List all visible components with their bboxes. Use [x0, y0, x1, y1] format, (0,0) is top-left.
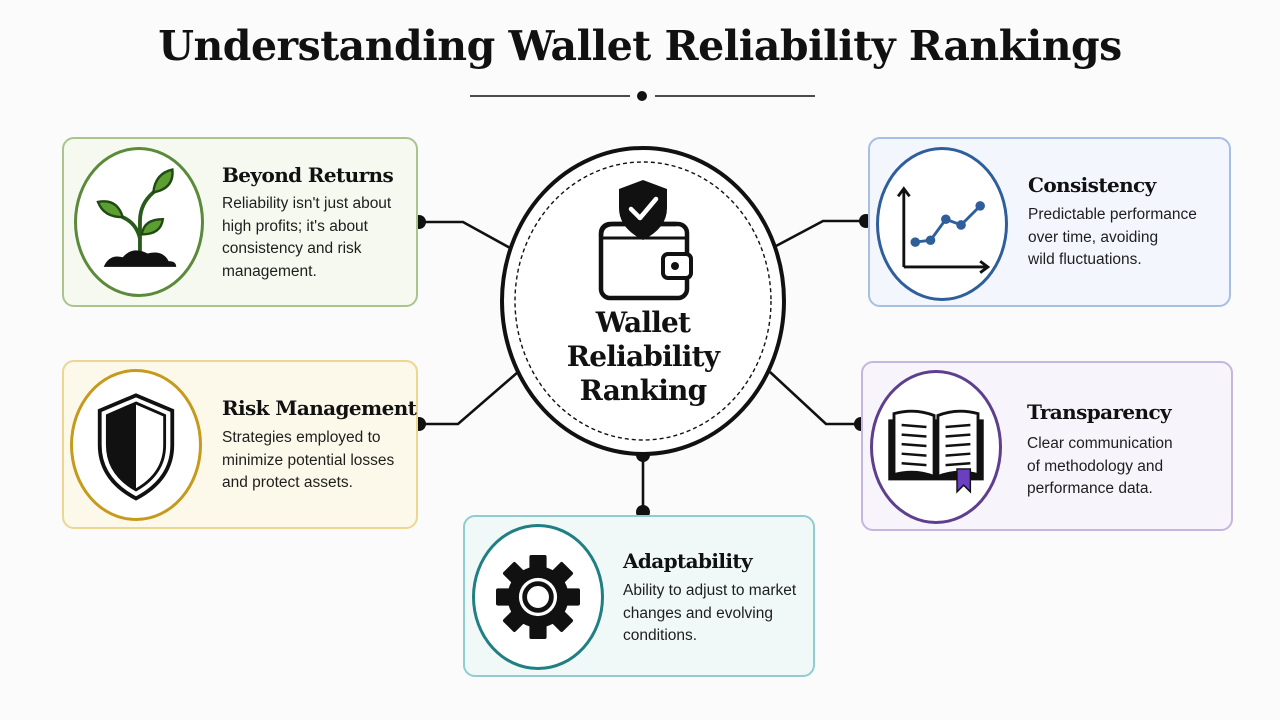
page-title: Understanding Wallet Reliability Ranking… [158, 22, 1122, 70]
gear-icon [496, 555, 580, 639]
connector-risk-management [419, 371, 519, 426]
description-line: and protect assets. [222, 474, 353, 491]
card-adaptability: Adaptability Ability to adjust to market… [463, 515, 815, 677]
card-description: Ability to adjust to market changes and … [623, 580, 796, 648]
card-description: Reliability isn't just about high profit… [222, 193, 391, 283]
card-heading: Consistency [1028, 173, 1156, 197]
icon-circle [74, 147, 204, 297]
description-line: minimize potential losses [222, 451, 395, 469]
title-divider [470, 91, 815, 101]
icon-circle [70, 369, 202, 521]
card-description: Predictable performance over time, avoid… [1028, 204, 1197, 272]
card-beyond-returns: Beyond Returns Reliability isn't just ab… [62, 137, 418, 307]
center-title-line: Wallet [595, 306, 691, 339]
description-line: high profits; it's about [222, 217, 368, 235]
shield-icon [97, 393, 175, 501]
description-line: Reliability isn't just about [222, 195, 392, 212]
open-book-icon [888, 409, 984, 494]
description-line: Ability to adjust to market [623, 582, 797, 599]
description-line: wild fluctuations. [1028, 251, 1142, 268]
description-line: changes and evolving [623, 604, 773, 622]
description-line: conditions. [623, 627, 698, 644]
description-line: over time, avoiding [1028, 228, 1159, 246]
description-line: Strategies employed to [222, 429, 381, 446]
card-risk-management: Risk Management Strategies employed to m… [62, 360, 418, 529]
center-title-line: Reliability [566, 340, 720, 373]
card-transparency: Transparency Clear communication of meth… [861, 361, 1233, 531]
description-line: management. [222, 262, 317, 280]
card-heading: Risk Management [222, 396, 417, 420]
center-title-line: Ranking [579, 374, 708, 407]
connector-transparency [769, 371, 861, 426]
connector-consistency [775, 219, 866, 248]
card-heading: Adaptability [623, 549, 753, 573]
icon-circle [472, 524, 604, 670]
wallet-shield-check-icon [598, 180, 693, 301]
line-chart-icon [896, 186, 991, 274]
sprout-icon [96, 168, 177, 267]
center-node [500, 146, 786, 456]
center-title: Wallet Reliability Ranking [540, 306, 746, 408]
icon-circle [870, 370, 1002, 524]
card-heading: Transparency [1027, 400, 1172, 424]
description-line: Clear communication [1027, 435, 1173, 452]
card-description: Strategies employed to minimize potentia… [222, 427, 394, 495]
card-consistency: Consistency Predictable performance over… [868, 137, 1231, 307]
connector-beyond-returns [419, 220, 513, 251]
description-line: of methodology and [1027, 457, 1164, 475]
card-heading: Beyond Returns [222, 163, 394, 187]
card-description: Clear communication of methodology and p… [1027, 433, 1173, 501]
description-line: Predictable performance [1028, 206, 1197, 223]
description-line: performance data. [1027, 480, 1153, 497]
icon-circle [876, 147, 1008, 301]
description-line: consistency and risk [222, 240, 362, 257]
